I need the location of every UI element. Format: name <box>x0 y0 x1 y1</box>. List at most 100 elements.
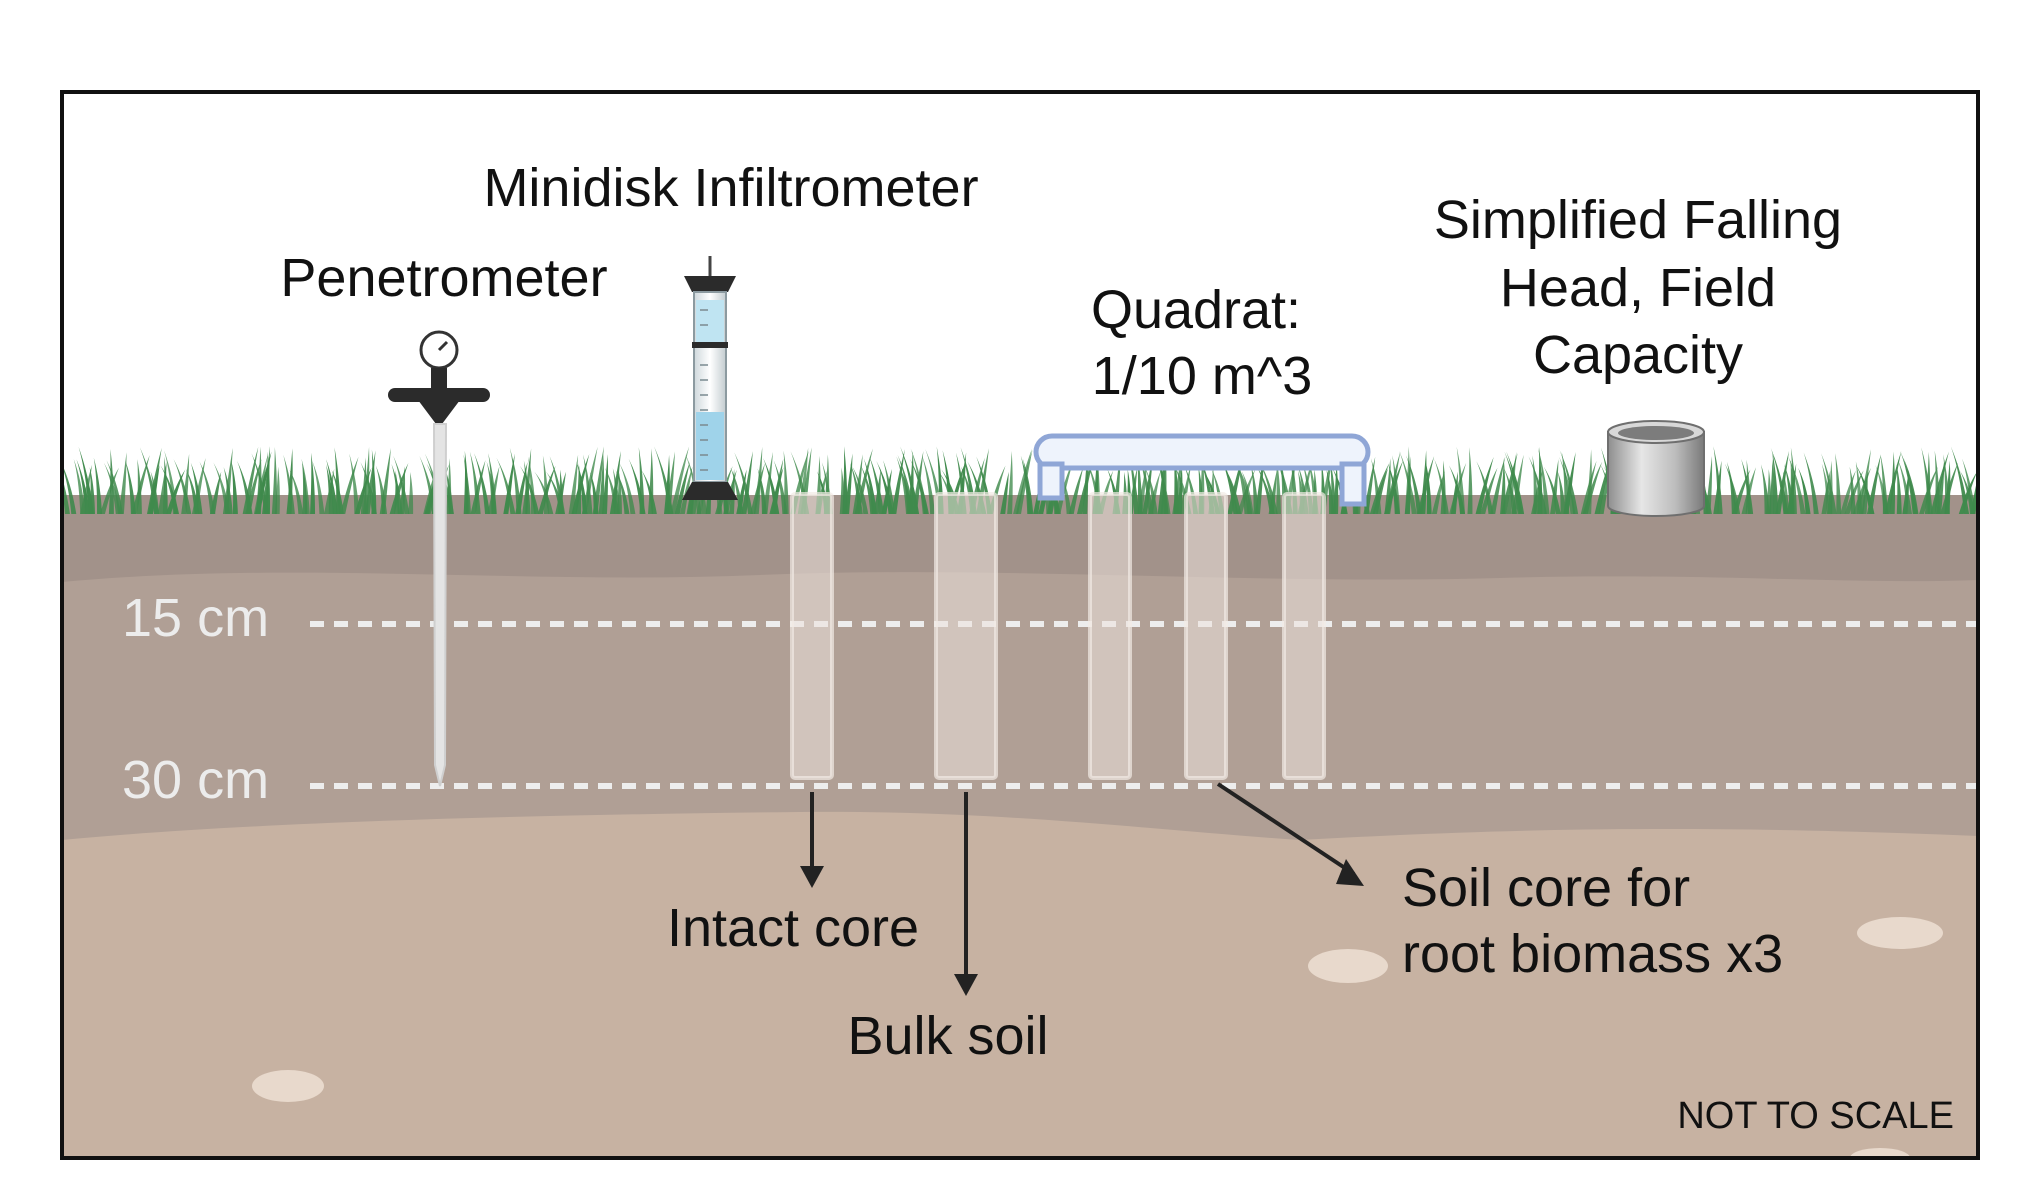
grass-blade <box>162 456 168 514</box>
grass-blade <box>223 467 233 514</box>
grass-blade <box>185 468 200 514</box>
grass-blade <box>844 453 853 514</box>
grass-blade <box>1858 449 1871 514</box>
grass-blade <box>638 447 645 514</box>
grass-blade <box>1333 462 1339 514</box>
grass-blade <box>1741 459 1754 514</box>
grass-blade <box>310 452 316 514</box>
grass-blade <box>1790 447 1797 514</box>
grass-blade <box>106 460 123 514</box>
grass-blade <box>125 460 136 514</box>
diagram-frame <box>60 90 1980 1160</box>
arrows <box>800 782 1364 996</box>
grass-blade <box>1821 453 1837 514</box>
grass-blade <box>1803 452 1819 514</box>
grass-blade <box>262 446 270 514</box>
grass-blade <box>375 465 388 514</box>
grass-blade <box>1580 460 1597 514</box>
soil-profile <box>62 495 1978 1158</box>
grass-blade <box>1404 456 1411 514</box>
grass-blade <box>1903 458 1919 514</box>
grass-blade <box>503 453 515 514</box>
grass-blade <box>1476 461 1494 514</box>
grass-blade <box>331 469 344 514</box>
metal-cylinder-icon <box>1607 420 1705 517</box>
label-falling-head-line3: Capacity <box>1533 325 1743 385</box>
grass-blade <box>199 461 216 514</box>
grass-blade <box>604 467 620 514</box>
grass-blade <box>242 446 259 514</box>
grass-blade <box>146 447 162 514</box>
grass-blade <box>463 454 471 514</box>
grass-blade <box>349 453 360 514</box>
grass-blade <box>231 460 238 514</box>
grass-blade <box>1388 463 1400 514</box>
label-bulk-soil: Bulk soil <box>847 1006 1048 1066</box>
grass-blade <box>1528 456 1547 514</box>
intact-core <box>790 492 834 780</box>
grass-blade <box>568 454 579 514</box>
grass-blade <box>1399 450 1417 514</box>
grass-blade <box>1000 471 1009 514</box>
grass-blade <box>583 454 593 514</box>
grass-blade <box>1219 453 1239 514</box>
grass-blade <box>1372 468 1389 514</box>
grass-blade <box>1705 456 1713 514</box>
grass-blade <box>852 454 863 514</box>
grass-blade <box>1543 466 1561 514</box>
grass-blade <box>1420 450 1427 514</box>
grass-blade <box>470 460 486 514</box>
grass-blade <box>1154 450 1171 514</box>
grass-blade <box>62 464 77 514</box>
grass-blade <box>312 461 325 514</box>
grass-blade <box>326 464 334 514</box>
depth-label-30cm: 30 cm <box>122 750 269 810</box>
grass-blade <box>496 457 516 514</box>
grass-blade <box>445 469 454 514</box>
grass-blade <box>1798 467 1811 514</box>
grass-blade <box>1902 470 1910 514</box>
grass-blade <box>612 468 621 514</box>
grass-blade <box>615 470 630 514</box>
grass-blade <box>1234 456 1250 514</box>
grass-blade <box>1058 468 1072 514</box>
grass-blade <box>1760 464 1770 514</box>
label-intact-core: Intact core <box>667 898 919 958</box>
grass-blade <box>1020 455 1033 514</box>
grass-blade <box>1425 460 1432 514</box>
grass-blade <box>1176 465 1183 514</box>
grass-blade <box>1896 464 1902 514</box>
grass-blade <box>164 450 178 514</box>
grass-blade <box>419 455 437 514</box>
grass-blade <box>1224 466 1242 514</box>
grass-blade <box>1770 448 1789 514</box>
grass-blade <box>1440 460 1446 514</box>
grass-blade <box>1255 465 1275 514</box>
grass-blade <box>1500 458 1506 514</box>
arrowhead <box>1336 859 1364 886</box>
grass-blade <box>173 459 192 514</box>
label-minidisk-infiltrometer: Minidisk Infiltrometer <box>483 158 978 218</box>
grass-blade <box>1855 464 1875 514</box>
grass-blade <box>519 465 540 514</box>
label-penetrometer: Penetrometer <box>280 248 607 308</box>
arrow-root-core <box>1216 782 1356 876</box>
grass-blade <box>1962 458 1976 514</box>
grass-blade <box>256 446 262 514</box>
grass-blade <box>515 462 528 514</box>
infiltrometer-icon <box>682 256 738 500</box>
grass-blade <box>1713 446 1723 514</box>
grass-blade <box>1959 470 1975 514</box>
grass-blade <box>1875 465 1889 514</box>
grass-blade <box>869 456 885 514</box>
grass-blade <box>842 446 848 514</box>
grass-blade <box>210 471 222 514</box>
grass-blade <box>78 446 94 514</box>
grass-blade <box>1258 460 1278 514</box>
depth-label-15cm: 15 cm <box>122 588 269 648</box>
grass-blade <box>1550 459 1559 514</box>
grass-blade <box>1392 455 1401 514</box>
grass-blade <box>360 457 367 514</box>
grass-blade <box>557 469 563 514</box>
